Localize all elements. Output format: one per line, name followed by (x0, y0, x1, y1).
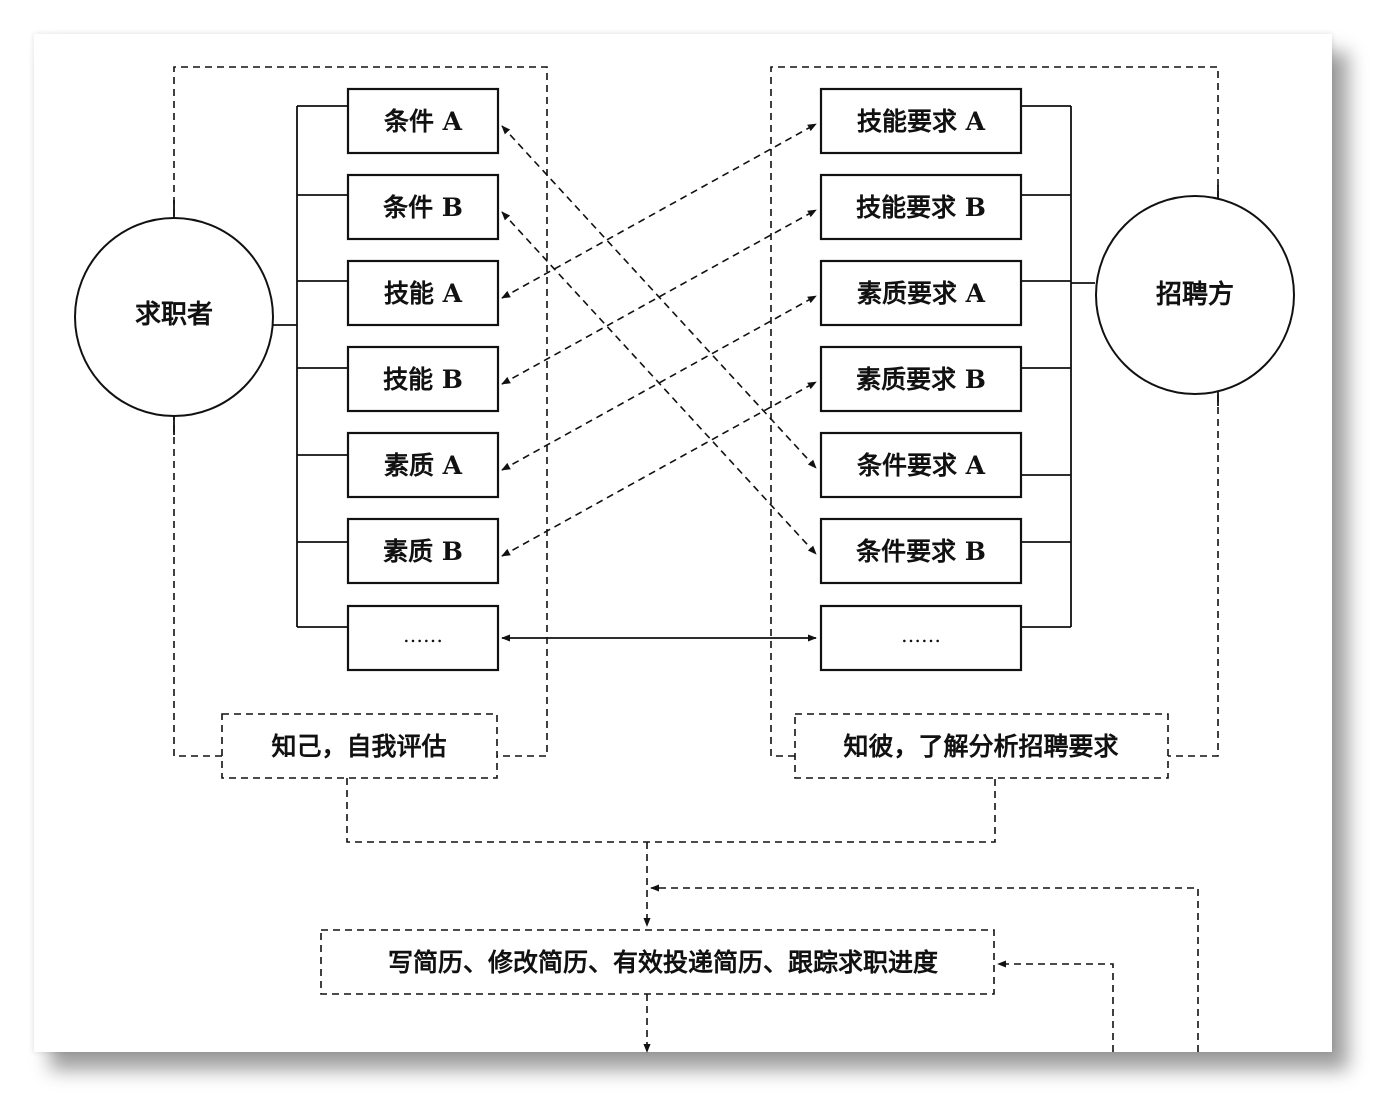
seeker-item-label: 技能 B (383, 365, 463, 394)
process-box (320, 929, 995, 995)
link-quality-b (501, 381, 817, 557)
recruiter-items (819, 87, 1023, 672)
link-condition-a (501, 125, 817, 469)
feedback-loop-outer (650, 884, 1199, 1052)
seeker-item-box (346, 87, 500, 155)
seeker-item-label: 素质 A (384, 451, 463, 480)
recruiter-item-box (819, 517, 1023, 585)
recruiter-bracket (1021, 105, 1095, 628)
recruiter-item-box (819, 345, 1023, 413)
seeker-circle (74, 217, 274, 417)
seeker-items (346, 87, 500, 672)
recruiter-item-box (819, 259, 1023, 327)
seeker-dashed-frame (173, 66, 548, 757)
feedback-loop-inner (997, 960, 1114, 1052)
recruiter-item-label: …… (901, 623, 941, 647)
link-skill-a (501, 123, 817, 299)
seeker-label: 求职者 (135, 300, 213, 330)
seeker-item-box (346, 431, 500, 499)
seeker-item-label: 素质 B (383, 537, 463, 566)
recruiter-item-box (819, 604, 1023, 672)
recruiter-dashed-frame (770, 66, 1219, 757)
seeker-item-box (346, 173, 500, 241)
recruiter-item-label: 技能要求 B (856, 193, 986, 222)
recruiter-item-label: 条件要求 B (856, 537, 986, 566)
recruiter-item-label: 素质要求 A (857, 279, 986, 308)
seeker-item-label: …… (403, 623, 443, 647)
recruiter-item-label: 素质要求 B (856, 365, 986, 394)
recruiter-circle (1095, 195, 1295, 395)
seeker-item-box (346, 345, 500, 413)
recruiter-label: 招聘方 (1156, 279, 1234, 310)
seeker-caption-box (221, 713, 498, 779)
recruiter-item-box (819, 431, 1023, 499)
seeker-bracket (273, 105, 347, 628)
seeker-caption: 知己，自我评估 (271, 732, 446, 761)
recruiter-caption-box (794, 713, 1169, 779)
merge-connector (346, 778, 996, 843)
recruiter-item-box (819, 173, 1023, 241)
recruiter-caption: 知彼，了解分析招聘要求 (843, 732, 1118, 761)
seeker-item-label: 条件 B (383, 193, 463, 222)
seeker-item-box (346, 259, 500, 327)
process-label: 写简历、修改简历、有效投递简历、跟踪求职进度 (388, 948, 938, 977)
seeker-item-label: 条件 A (384, 107, 463, 136)
recruiter-item-label: 技能要求 A (857, 107, 986, 136)
link-condition-b (501, 211, 817, 555)
seeker-item-label: 技能 A (384, 279, 463, 308)
seeker-item-box (346, 517, 500, 585)
recruiter-item-label: 条件要求 A (857, 451, 986, 480)
recruiter-item-box (819, 87, 1023, 155)
seeker-item-box (346, 604, 500, 672)
